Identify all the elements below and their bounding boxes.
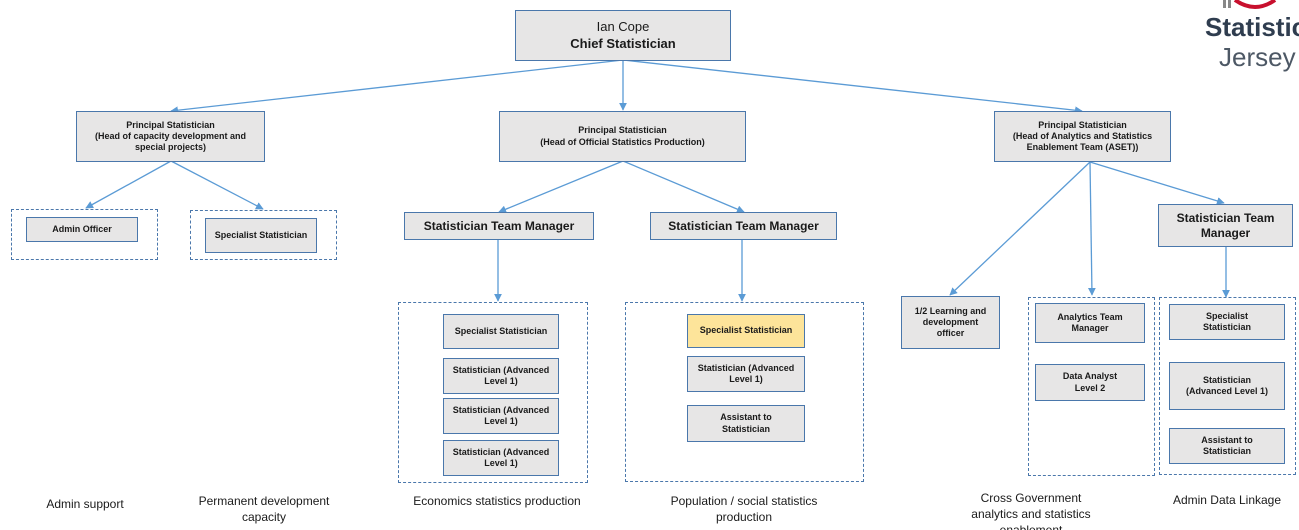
staff-label: Statistician (Advanced Level 1): [452, 364, 550, 386]
population-team-manager-box[interactable]: Statistician Team Manager: [650, 212, 837, 240]
cross-government-group: [1028, 297, 1155, 476]
chief-role: Chief Statistician: [570, 35, 676, 51]
population-assistant-box[interactable]: Assistant to Statistician: [687, 405, 805, 442]
principal-subtitle: (Head of capacity development and specia…: [94, 130, 247, 153]
statistics-jersey-logo: Statistics Jersey: [1195, 0, 1299, 90]
principal-subtitle: (Head of Official Statistics Production): [540, 136, 705, 147]
economics-team-manager-box[interactable]: Statistician Team Manager: [404, 212, 594, 240]
capacity-specialist-label: Specialist Statistician: [214, 229, 308, 240]
principal-title: Principal Statistician: [1038, 119, 1127, 130]
admin-officer-label: Admin Officer: [52, 223, 112, 234]
staff-label: Statistician (Advanced Level 1): [697, 362, 795, 384]
economics-team-manager-label: Statistician Team Manager: [423, 218, 575, 233]
economics-statistician-box-2[interactable]: Statistician (Advanced Level 1): [443, 398, 559, 434]
population-team-manager-label: Statistician Team Manager: [668, 218, 819, 233]
staff-label: Statistician (Advanced Level 1): [452, 446, 550, 468]
data-analyst-box[interactable]: Data Analyst Level 2: [1035, 364, 1145, 401]
principal-title: Principal Statistician: [126, 119, 215, 130]
caption-permanent-capacity: Permanent development capacity: [198, 494, 330, 525]
caption-admin-data-linkage: Admin Data Linkage: [1172, 493, 1282, 507]
staff-label: Statistician (Advanced Level 1): [452, 404, 550, 426]
population-statistician-box[interactable]: Statistician (Advanced Level 1): [687, 356, 805, 392]
principal-aset-box[interactable]: Principal Statistician (Head of Analytic…: [994, 111, 1171, 162]
learning-officer-label: 1/2 Learning and development officer: [914, 305, 987, 339]
economics-production-group: [398, 302, 588, 483]
principal-production-box[interactable]: Principal Statistician (Head of Official…: [499, 111, 746, 162]
principal-subtitle: (Head of Analytics and Statistics Enable…: [1012, 130, 1153, 153]
staff-label: Specialist Statistician: [1202, 310, 1251, 332]
permanent-capacity-group: [190, 210, 337, 260]
admin-officer-box[interactable]: Admin Officer: [26, 217, 138, 242]
caption-cross-government: Cross Government analytics and statistic…: [971, 491, 1091, 530]
principal-title: Principal Statistician: [578, 125, 667, 136]
economics-specialist-box[interactable]: Specialist Statistician: [443, 314, 559, 349]
chief-statistician-box[interactable]: Ian Cope Chief Statistician: [515, 10, 731, 61]
principal-capacity-box[interactable]: Principal Statistician (Head of capacity…: [76, 111, 265, 162]
caption-economics: Economics statistics production: [413, 494, 581, 508]
logo-emblem-icon: [1223, 0, 1277, 9]
chief-name: Ian Cope: [596, 19, 650, 35]
staff-label: Statistician (Advanced Level 1): [1185, 374, 1269, 396]
logo-line-1: Statistics: [1205, 12, 1299, 42]
staff-label: Specialist Statistician: [454, 325, 548, 336]
analytics-team-manager-label: Analytics Team Manager: [1057, 311, 1123, 333]
population-production-group: [625, 302, 864, 482]
admin-data-team-manager-label: Statistician Team Manager: [1176, 210, 1275, 240]
staff-label: Assistant to Statistician: [1201, 434, 1253, 456]
admin-data-assistant-box[interactable]: Assistant to Statistician: [1169, 428, 1285, 464]
caption-admin-support: Admin support: [46, 497, 124, 511]
population-specialist-box[interactable]: Specialist Statistician: [687, 314, 805, 348]
capacity-specialist-box[interactable]: Specialist Statistician: [205, 218, 317, 253]
staff-label: Assistant to Statistician: [720, 412, 772, 434]
admin-data-linkage-group: [1159, 297, 1296, 475]
economics-statistician-box-1[interactable]: Statistician (Advanced Level 1): [443, 358, 559, 394]
caption-population: Population / social statistics productio…: [670, 494, 818, 525]
economics-statistician-box-3[interactable]: Statistician (Advanced Level 1): [443, 440, 559, 476]
analytics-team-manager-box[interactable]: Analytics Team Manager: [1035, 303, 1145, 343]
learning-officer-box[interactable]: 1/2 Learning and development officer: [901, 296, 1000, 349]
staff-label: Specialist Statistician: [699, 325, 793, 336]
admin-support-group: [11, 209, 158, 260]
admin-data-statistician-box[interactable]: Statistician (Advanced Level 1): [1169, 362, 1285, 410]
admin-data-team-manager-box[interactable]: Statistician Team Manager: [1158, 204, 1293, 247]
logo-line-2: Jersey: [1219, 42, 1296, 72]
admin-data-specialist-box[interactable]: Specialist Statistician: [1169, 304, 1285, 340]
data-analyst-label: Data Analyst Level 2: [1062, 371, 1118, 393]
